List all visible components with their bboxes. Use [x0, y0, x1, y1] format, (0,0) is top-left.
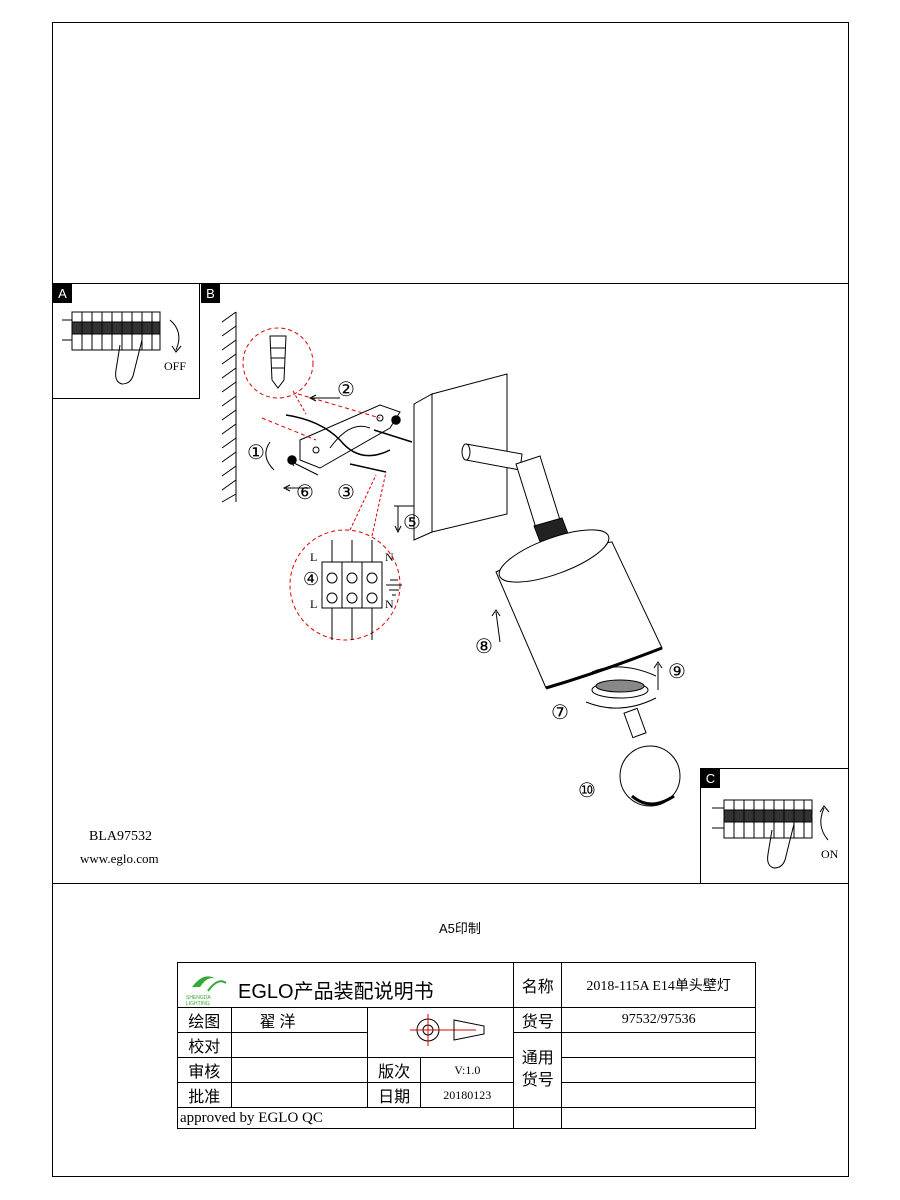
approved-by: approved by EGLO QC — [176, 1107, 515, 1129]
step-1-label: ① — [247, 442, 265, 464]
breaker-off-illustration — [62, 311, 182, 385]
projection-symbol-icon — [409, 1014, 485, 1046]
off-label: OFF — [164, 359, 187, 373]
lamp-shade — [495, 529, 663, 690]
footer-empty-2 — [561, 1107, 756, 1129]
general-label-2: 货号 — [521, 1072, 554, 1089]
panel-c — [700, 768, 849, 884]
print-note: A5印制 — [439, 921, 481, 936]
logo-text: SHENGDA LIGHTING — [186, 995, 211, 1007]
step-9-label: ⑨ — [668, 661, 686, 683]
step-2-label: ② — [337, 379, 355, 401]
title-cell: SHENGDA LIGHTING EGLO产品装配说明书 — [176, 962, 515, 1008]
name-value: 2018-115A E14单头壁灯 — [561, 962, 756, 1008]
supply-cable — [285, 414, 391, 457]
step-10-label: ⑩ — [578, 780, 596, 802]
breaker-on-illustration — [712, 799, 830, 869]
doc-title: EGLO产品装配说明书 — [238, 981, 434, 1003]
on-label: ON — [821, 847, 839, 861]
footer-empty-1 — [513, 1107, 563, 1129]
review-label: 审核 — [177, 1057, 232, 1083]
general-item-cell: 通用 货号 — [513, 1032, 563, 1108]
step-6-label: ⑥ — [296, 482, 314, 504]
panel-c-badge: C — [701, 769, 720, 788]
terminal-n-bottom: N — [385, 597, 394, 611]
terminal-l-top: L — [310, 550, 318, 564]
check-value — [230, 1032, 368, 1058]
version-value: V:1.0 — [420, 1057, 515, 1083]
panel-a-badge: A — [53, 284, 72, 303]
name-label: 名称 — [513, 962, 563, 1008]
assembly-diagram — [221, 311, 681, 807]
version-label: 版次 — [366, 1057, 422, 1083]
general-value-3 — [561, 1082, 756, 1108]
panel-b-badge: B — [201, 284, 220, 303]
light-bulb — [619, 707, 681, 807]
title-block: SHENGDA LIGHTING EGLO产品装配说明书 名称 2018-115… — [176, 962, 756, 1129]
general-value-2 — [561, 1057, 756, 1083]
terminal-n-top: N — [385, 550, 394, 564]
check-label: 校对 — [177, 1032, 232, 1058]
terminal-l-bottom: L — [310, 597, 318, 611]
approve-value — [230, 1082, 368, 1108]
review-value — [230, 1057, 368, 1083]
model-number: BLA97532 — [89, 829, 152, 844]
item-label: 货号 — [513, 1007, 563, 1033]
general-value-1 — [561, 1032, 756, 1058]
wall-plug-detail — [242, 327, 314, 399]
approve-label: 批准 — [177, 1082, 232, 1108]
wall-hatching — [221, 311, 237, 503]
date-label: 日期 — [366, 1082, 422, 1108]
step-7-label: ⑦ — [551, 702, 569, 724]
mounting-bracket — [299, 404, 401, 469]
step-8-label: ⑧ — [475, 636, 493, 658]
drawn-label: 绘图 — [177, 1007, 232, 1033]
step-4-label: ④ — [303, 569, 320, 589]
fixing-screws — [287, 415, 413, 473]
general-label-1: 通用 — [521, 1050, 554, 1067]
diagram-area — [52, 283, 849, 884]
step-3-label: ③ — [337, 482, 355, 504]
shade-ring — [591, 679, 649, 699]
logo-icon — [192, 976, 227, 992]
website: www.eglo.com — [80, 851, 159, 866]
drawn-value: 翟 洋 — [230, 1007, 368, 1033]
step-5-label: ⑤ — [403, 512, 421, 534]
item-value: 97532/97536 — [561, 1007, 756, 1033]
panel-a — [52, 283, 200, 399]
date-value: 20180123 — [420, 1082, 515, 1108]
projection-symbol-cell — [366, 1007, 515, 1058]
wall-plug-icon — [269, 335, 287, 389]
terminal-block — [321, 540, 402, 640]
